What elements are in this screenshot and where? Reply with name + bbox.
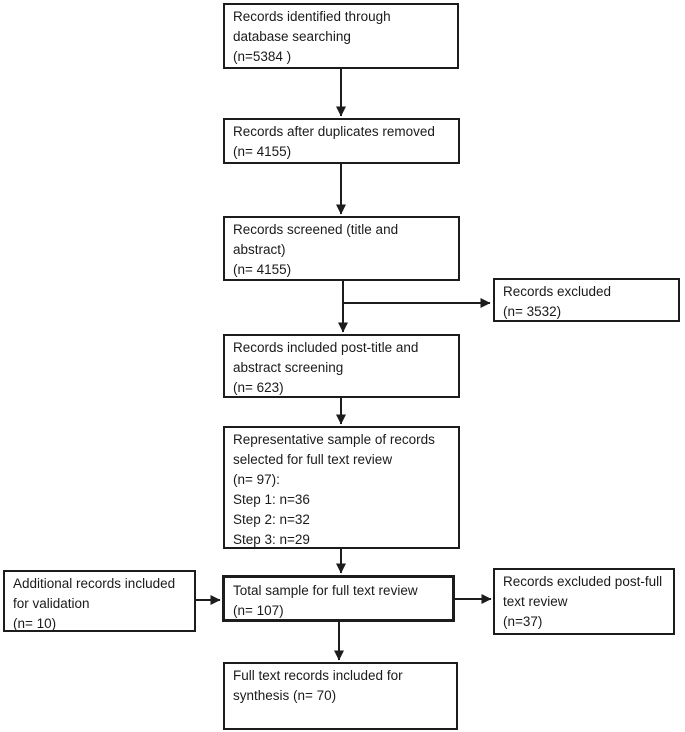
flow-box-records-excluded-screening: Records excluded (n= 3532) [493, 278, 680, 322]
flow-box-records-screened: Records screened (title and abstract) (n… [223, 216, 460, 281]
flow-box-after-duplicates-removed: Records after duplicates removed (n= 415… [223, 118, 460, 164]
flow-box-total-full-text-review: Total sample for full text review (n= 10… [222, 575, 455, 622]
flow-box-additional-records-validation: Additional records included for validati… [3, 570, 196, 632]
flow-box-representative-sample: Representative sample of records selecte… [223, 426, 460, 549]
flow-box-records-excluded-full-text: Records excluded post-full text review (… [493, 568, 675, 635]
flow-box-included-for-synthesis: Full text records included for synthesis… [223, 662, 458, 730]
flow-box-records-identified: Records identified through database sear… [223, 3, 459, 69]
flow-box-included-post-title: Records included post-title and abstract… [223, 334, 460, 398]
